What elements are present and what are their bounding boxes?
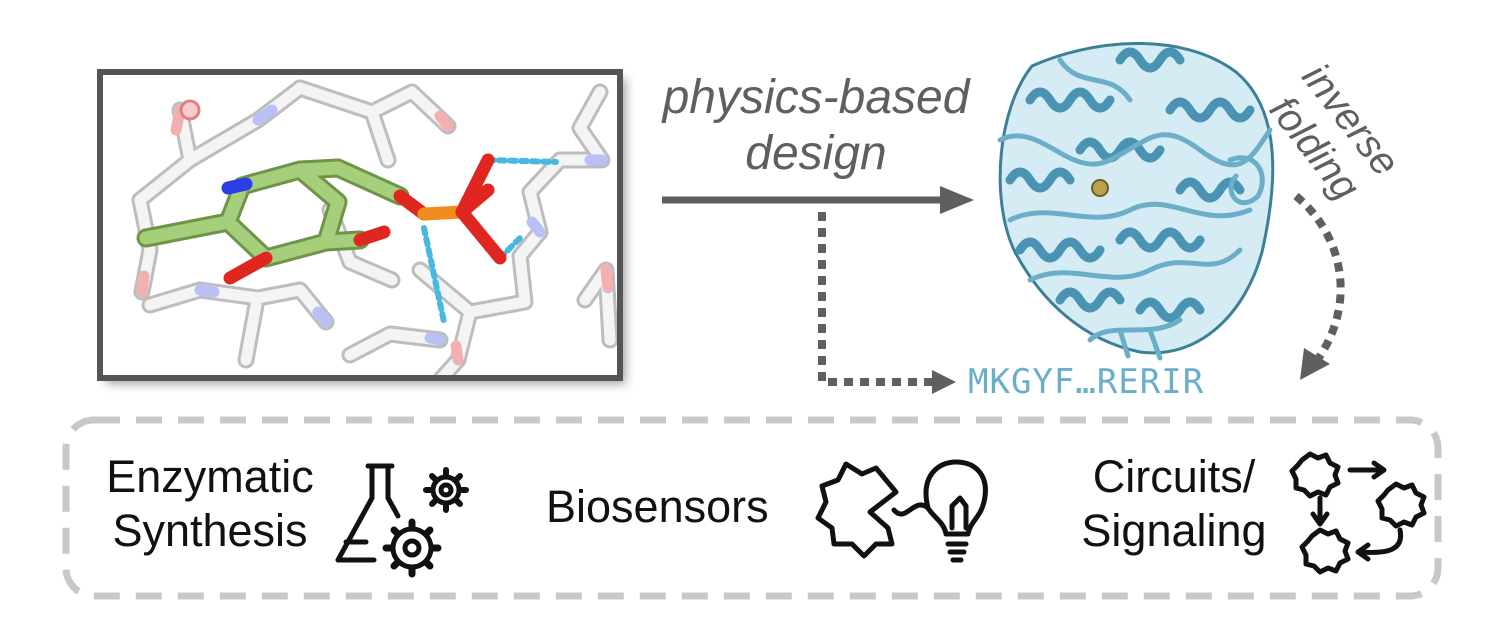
application-circuits-signaling: Circuits/ Signaling xyxy=(1058,450,1290,558)
application-line: Biosensors xyxy=(546,481,769,532)
sequence-label: MKGYF…RERIR xyxy=(968,362,1205,402)
inverse-folding-arrow xyxy=(1293,192,1345,365)
physics-design-line-2: design xyxy=(745,127,887,180)
application-line: Synthesis xyxy=(112,505,308,556)
physics-design-line-1: physics-based xyxy=(662,71,970,124)
signaling-loop-icon xyxy=(1289,451,1427,575)
protein-structure xyxy=(997,42,1275,361)
application-line: Circuits/ xyxy=(1092,451,1256,502)
flask-gears-icon xyxy=(335,463,469,578)
physics-design-label: physics-based design xyxy=(636,70,996,182)
applications-box xyxy=(62,416,1442,600)
application-biosensors: Biosensors xyxy=(546,480,769,534)
application-line: Signaling xyxy=(1081,505,1267,556)
direct-sequence-arrow xyxy=(818,212,936,386)
application-enzymatic-synthesis: Enzymatic Synthesis xyxy=(86,450,334,558)
ligand-molecule xyxy=(136,153,507,285)
direct-sequence-arrowhead xyxy=(932,370,956,394)
binding-site-panel xyxy=(97,69,623,381)
sensor-bulb-icon xyxy=(815,459,988,563)
binding-site-structure xyxy=(131,79,619,378)
inverse-folding-arrowhead xyxy=(1300,348,1330,380)
application-line: Enzymatic xyxy=(106,451,314,502)
design-arrowhead xyxy=(940,186,974,214)
